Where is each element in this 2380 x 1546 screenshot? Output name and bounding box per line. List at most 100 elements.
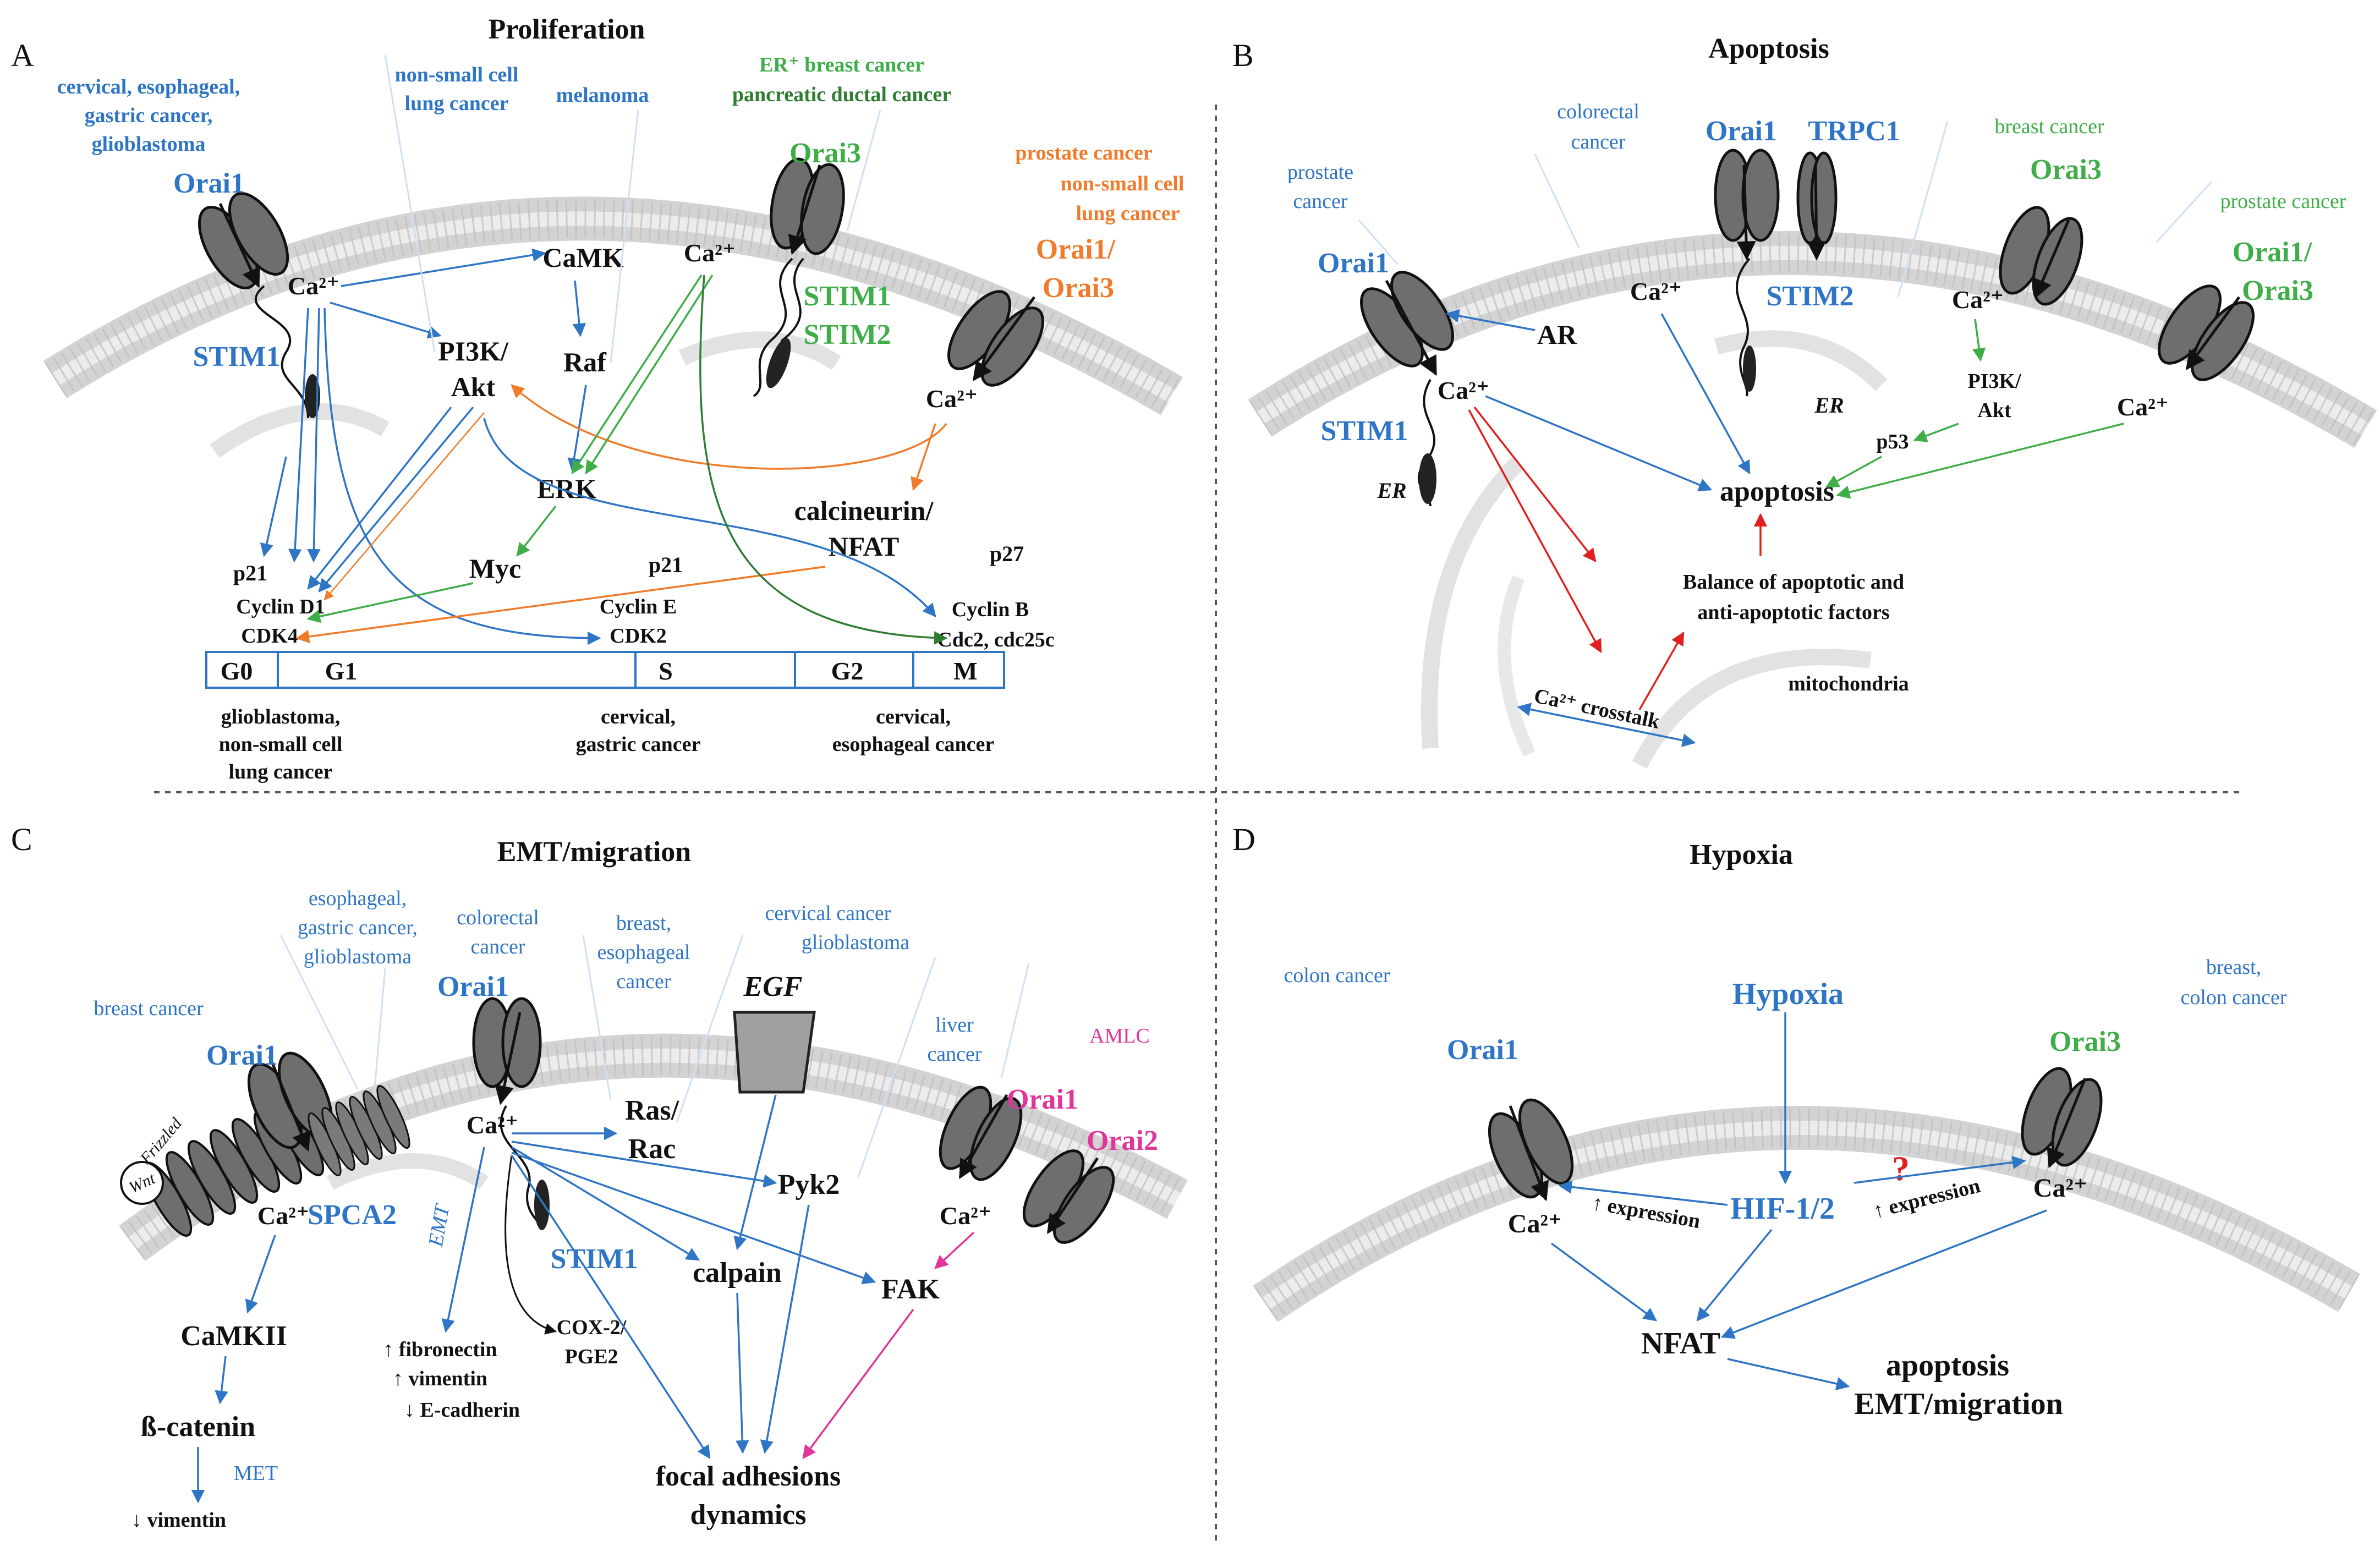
bottom-label: non-small cell — [219, 733, 343, 756]
protein-orai13: Orai1/ — [2233, 237, 2312, 268]
orai13-channel-icon — [947, 290, 1045, 387]
cancer-label: gastric cancer, — [298, 916, 418, 939]
node-ca: Ca²⁺ — [1630, 277, 1682, 305]
node-focal: focal adhesions — [656, 1461, 841, 1492]
node-cdk4: CDK4 — [241, 624, 298, 648]
cancer-label: pancreatic ductal cancer — [732, 83, 951, 106]
node-p21: p21 — [233, 561, 267, 585]
node-raf: Raf — [563, 347, 607, 377]
cancer-label: ER⁺ breast cancer — [759, 53, 924, 76]
light-lines-a — [384, 54, 881, 364]
phase-g0: G0 — [221, 657, 253, 685]
node-emt-migration: EMT/migration — [1854, 1387, 2063, 1421]
node-myc: Myc — [469, 553, 521, 584]
node-emt: EMT — [424, 1202, 454, 1249]
panel-letter-d: D — [1232, 821, 1255, 857]
panel-title-d: Hypoxia — [1690, 839, 1793, 870]
node-pyk2: Pyk2 — [778, 1169, 840, 1200]
orai1-channel-icon — [198, 191, 289, 290]
phase-s: S — [659, 657, 673, 685]
cancer-label: breast, — [616, 912, 671, 935]
cancer-label: glioblastoma — [92, 133, 206, 156]
bottom-label: glioblastoma, — [221, 705, 340, 728]
node-cox2: COX-2/ — [557, 1316, 627, 1339]
orai3-channel-icon — [1999, 206, 2083, 306]
node-ca: Ca²⁺ — [1952, 286, 2004, 314]
node-apoptosis: apoptosis — [1720, 476, 1834, 507]
protein-stim1: STIM1 — [551, 1243, 638, 1275]
cancer-label: non-small cell — [395, 63, 519, 86]
orai3-channel-icon — [753, 157, 845, 397]
node-cyclin-e: Cyclin E — [600, 595, 677, 618]
protein-orai1: Orai1 — [206, 1040, 278, 1071]
node-p21: p21 — [649, 552, 683, 577]
cancer-label: cancer — [616, 970, 671, 993]
orai3-channel-icon — [2021, 1067, 2103, 1169]
protein-stim1: STIM1 — [193, 341, 281, 372]
panel-c: C EMT/migration breast cancer esophageal… — [11, 821, 1188, 1532]
panel-letter-b: B — [1232, 37, 1254, 73]
node-ca: Ca²⁺ — [1508, 1209, 1562, 1238]
protein-orai1: Orai1 — [1318, 248, 1389, 279]
node-ecadherin: ↓ E-cadherin — [404, 1399, 520, 1422]
node-pge2: PGE2 — [564, 1345, 618, 1368]
protein-spca2: SPCA2 — [308, 1199, 397, 1231]
protein-orai1: Orai1 — [1007, 1084, 1078, 1115]
phase-g1: G1 — [325, 657, 358, 685]
node-erk: ERK — [537, 473, 596, 504]
panel-title-c: EMT/migration — [497, 836, 692, 868]
cancer-label: liver — [935, 1013, 974, 1037]
node-crosstalk: Ca²⁺ crosstalk — [1532, 684, 1662, 734]
bottom-label: cervical, — [601, 705, 676, 728]
node-balance: anti-apoptotic factors — [1697, 601, 1889, 624]
orai2-channel-icon — [1022, 1149, 1115, 1244]
node-cdc2: Cdc2, cdc25c — [937, 628, 1054, 651]
node-ca: Ca²⁺ — [2117, 393, 2169, 421]
cancer-label: cervical, esophageal, — [57, 75, 240, 98]
egf-icon — [733, 1011, 816, 1094]
node-fak: FAK — [881, 1274, 940, 1305]
node-calcineurin: calcineurin/ — [794, 495, 934, 526]
cancer-label: esophageal, — [309, 887, 407, 910]
arrows-c — [191, 1094, 975, 1504]
node-er: ER — [1814, 393, 1844, 418]
cancer-label: gastric cancer, — [85, 104, 213, 127]
node-ca: Ca²⁺ — [940, 1202, 991, 1230]
protein-stim2: STIM2 — [1767, 281, 1854, 312]
node-ca: Ca²⁺ — [926, 385, 978, 413]
node-camk: CaMK — [542, 242, 623, 273]
phase-g2: G2 — [831, 657, 864, 685]
protein-orai1: Orai1 — [437, 971, 509, 1002]
protein-orai3: Orai3 — [2030, 154, 2102, 185]
cancer-label: cancer — [470, 935, 525, 958]
protein-orai3: Orai3 — [789, 138, 861, 169]
orai1-channel-icon — [939, 1086, 1023, 1181]
node-calpain: calpain — [693, 1257, 782, 1289]
cancer-label: colon cancer — [1284, 964, 1390, 987]
bottom-label: lung cancer — [229, 760, 333, 783]
node-mitochondria: mitochondria — [1788, 672, 1909, 695]
arrows-b — [1445, 309, 2124, 747]
orai1-channel-icon — [247, 1051, 333, 1152]
cancer-label: colon cancer — [2180, 986, 2286, 1009]
orai1-channel-icon — [1359, 271, 1455, 507]
cancer-label: colorectal — [1557, 100, 1639, 123]
protein-orai1: Orai1 — [1706, 116, 1777, 147]
cancer-label: prostate cancer — [2220, 190, 2346, 213]
node-vimentin-up: ↑ vimentin — [393, 1367, 487, 1390]
node-nfat: NFAT — [829, 531, 900, 562]
node-er: ER — [1377, 478, 1406, 503]
protein-orai2: Orai2 — [1087, 1125, 1158, 1156]
node-nfat: NFAT — [1641, 1326, 1720, 1361]
node-expression: ↑ expression — [1871, 1174, 1983, 1223]
node-egf: EGF — [743, 971, 803, 1002]
node-ras: Ras/ — [625, 1095, 679, 1126]
panel-title-a: Proliferation — [489, 14, 645, 45]
node-ar: AR — [1537, 319, 1577, 350]
panel-b: B Apoptosis prostate cancer colorectal c… — [1232, 33, 2377, 769]
panel-letter-a: A — [11, 37, 34, 73]
node-ca: Ca²⁺ — [684, 239, 736, 267]
node-met: MET — [234, 1462, 278, 1485]
node-ca: Ca²⁺ — [257, 1202, 309, 1230]
